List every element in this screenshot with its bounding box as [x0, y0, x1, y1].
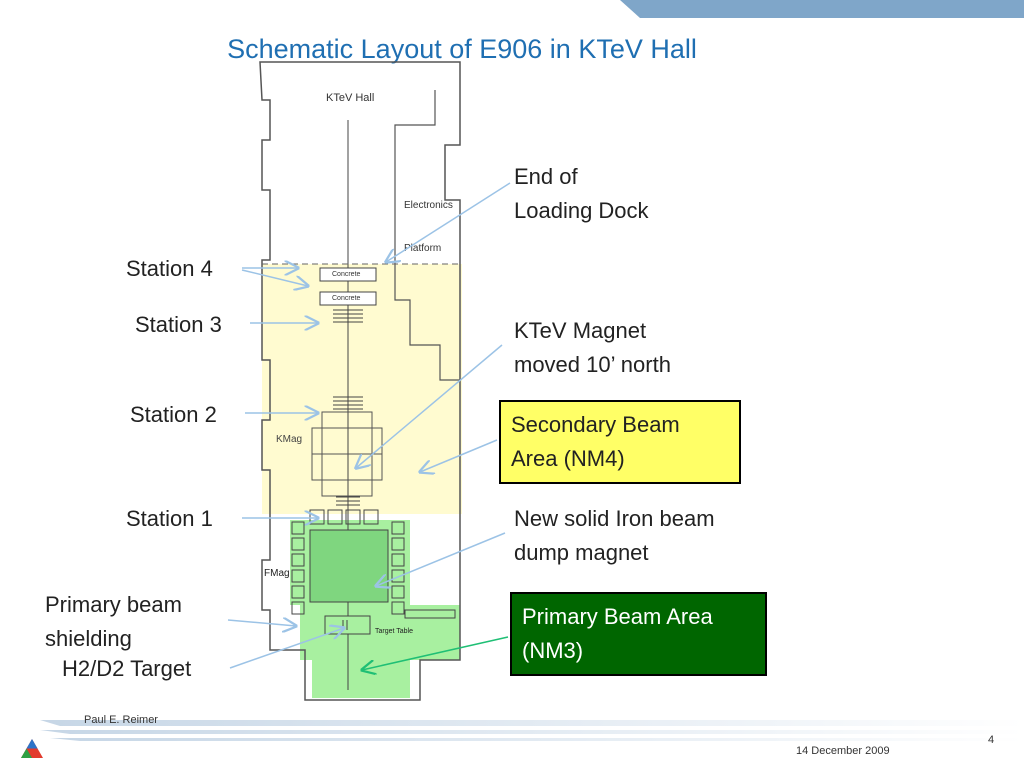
primary-box-line1: Primary Beam Area [522, 604, 713, 629]
arrow-primary-area [362, 636, 509, 670]
loading-dock-note: End of Loading Dock [514, 160, 649, 228]
footer-band [40, 720, 1024, 741]
station-4-label: Station 4 [126, 256, 213, 281]
secondary-box-line2: Area (NM4) [511, 446, 625, 471]
arrow-station-4b [241, 269, 308, 286]
arrow-shielding [227, 620, 296, 626]
loading-dock-line1: End of [514, 164, 578, 189]
electronics-label: Electronics [404, 200, 453, 211]
header-band [620, 0, 1024, 18]
shielding-label-line2: shielding [45, 626, 132, 651]
platform-label: Platform [404, 243, 442, 254]
kmag-label: KMag [276, 434, 303, 445]
lab-logo-icon [21, 739, 43, 758]
station-2-label: Station 2 [130, 402, 217, 427]
iron-dump-line1: New solid Iron beam [514, 506, 715, 531]
secondary-box-line1: Secondary Beam [511, 412, 680, 437]
footer-author: Paul E. Reimer [84, 714, 158, 726]
loading-dock-line2: Loading Dock [514, 198, 649, 223]
arrow-iron-dump [376, 532, 506, 586]
target-table-label: Target Table [375, 628, 414, 635]
primary-beam-area-box: Primary Beam Area (NM3) [510, 592, 767, 676]
iron-dump-note: New solid Iron beam dump magnet [514, 502, 715, 570]
concrete-label-2: Concrete [332, 295, 361, 302]
arrow-ktev-magnet [356, 344, 503, 468]
arrow-secondary-area [420, 439, 498, 472]
page-title: Schematic Layout of E906 in KTeV Hall [227, 34, 697, 64]
primary-box-line2: (NM3) [522, 638, 584, 663]
secondary-beam-area-box: Secondary Beam Area (NM4) [499, 400, 741, 484]
station-1-label: Station 1 [126, 506, 213, 531]
arrow-loading-dock [386, 182, 511, 262]
shielding-label-line1: Primary beam [45, 592, 182, 617]
concrete-label-1: Concrete [332, 271, 361, 278]
station-3-label: Station 3 [135, 312, 222, 337]
target-label: H2/D2 Target [62, 656, 192, 681]
ktev-magnet-line1: KTeV Magnet [514, 318, 647, 343]
footer-date: 14 December 2009 [796, 745, 890, 757]
iron-dump-line2: dump magnet [514, 540, 649, 565]
fmag-label: FMag [264, 568, 290, 579]
page-number: 4 [988, 734, 995, 746]
ktev-magnet-note: KTeV Magnet moved 10’ north [514, 314, 671, 382]
ktev-magnet-line2: moved 10’ north [514, 352, 671, 377]
hall-label: KTeV Hall [326, 92, 375, 104]
arrow-target [229, 628, 344, 669]
